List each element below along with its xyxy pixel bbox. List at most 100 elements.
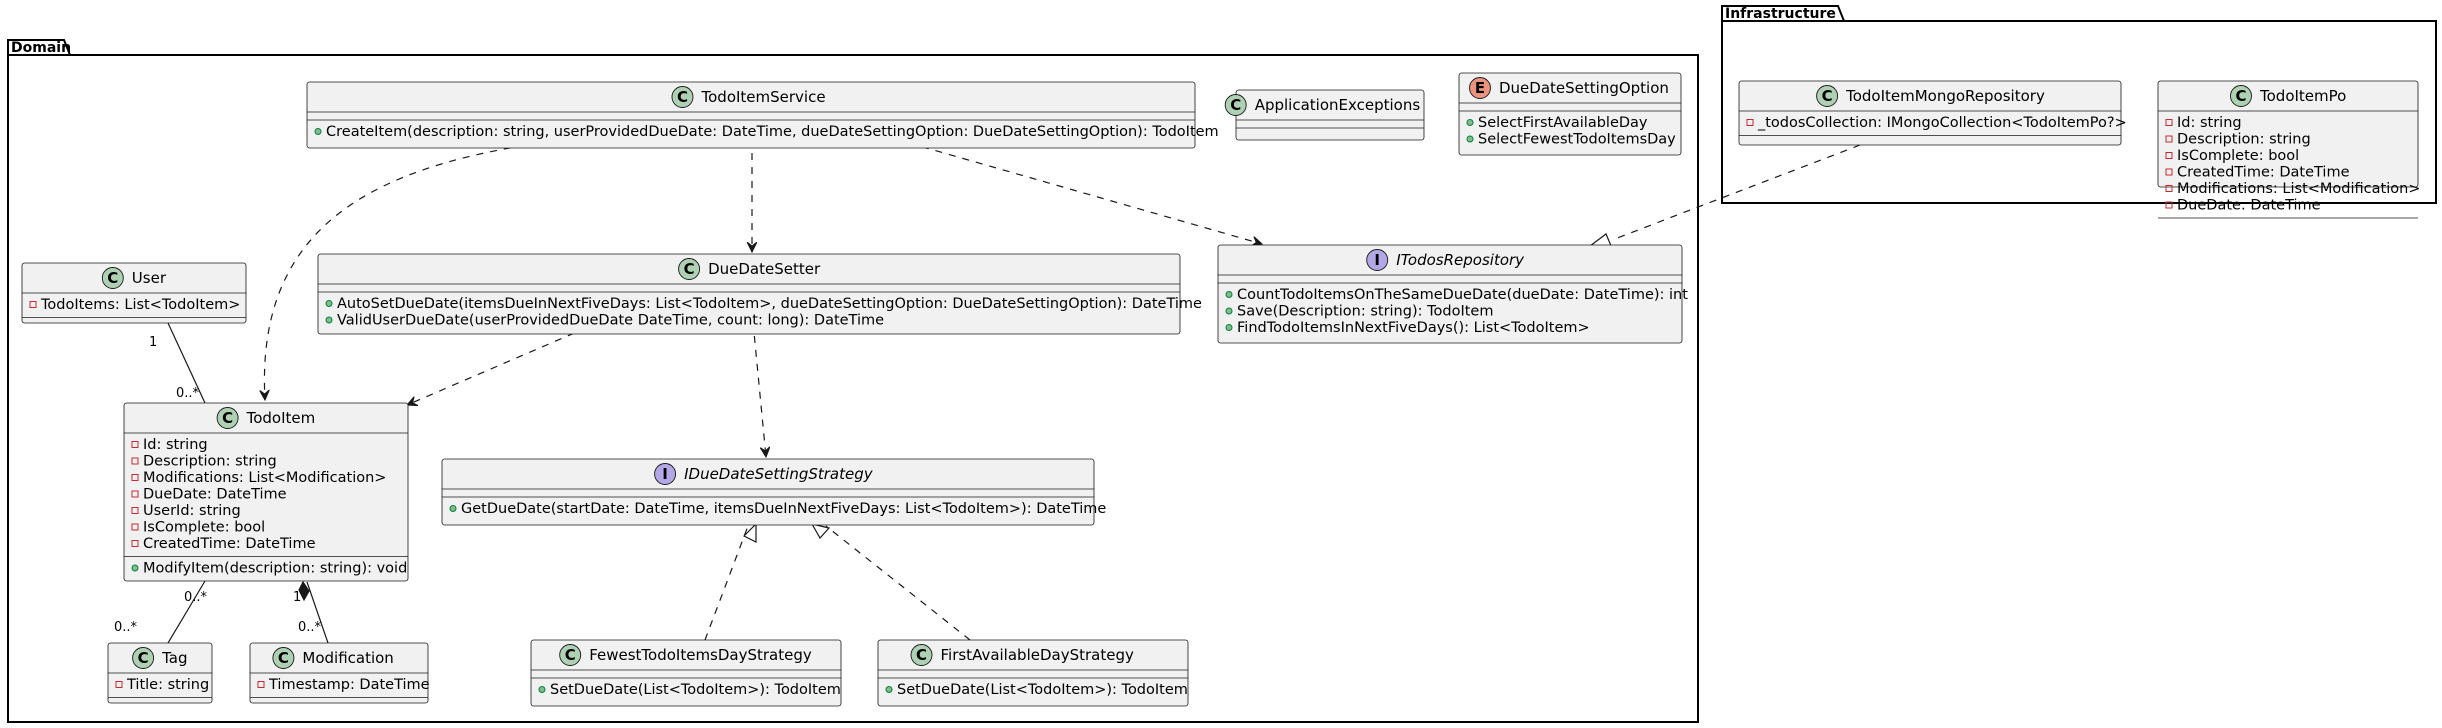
attribute: Description: string (2177, 132, 2311, 148)
stereotype-letter: E (1475, 79, 1485, 97)
mult-composition-one: 1 (293, 590, 301, 605)
mult-todoitem-to-tag: 0..* (184, 590, 208, 605)
attribute: TodoItems: List<TodoItem> (40, 297, 240, 313)
private-marker-icon (257, 681, 265, 688)
private-marker-icon (1746, 119, 1754, 126)
dependency-service-to-repository (894, 138, 1262, 244)
stereotype-class-icon (910, 644, 933, 666)
realization-first (825, 525, 971, 641)
stereotype-letter: C (916, 646, 927, 664)
private-marker-icon (2165, 201, 2173, 209)
association-todoitem-tag (167, 580, 206, 644)
stereotype-letter: I (1374, 251, 1380, 269)
class-name: IDueDateSettingStrategy (684, 465, 874, 483)
public-marker-icon (131, 564, 139, 572)
public-marker-icon (1466, 135, 1474, 143)
stereotype-class-icon (671, 86, 694, 108)
private-marker-icon (2165, 152, 2173, 159)
class-name: FewestTodoItemsDayStrategy (589, 646, 812, 664)
method: ValidUserDueDate(userProvidedDueDate Dat… (337, 313, 884, 329)
method: SelectFewestTodoItemsDay (1478, 132, 1676, 148)
public-marker-icon (325, 316, 333, 324)
class-name: DueDateSettingOption (1499, 79, 1669, 97)
composition-diamond (298, 580, 310, 602)
stereotype-class-icon (2230, 85, 2252, 107)
package-infrastructure: Infrastructure (1721, 5, 2437, 204)
private-marker-icon (131, 507, 139, 514)
stereotype-letter: C (278, 649, 289, 667)
public-marker-icon (1225, 307, 1233, 315)
public-marker-icon (325, 300, 333, 307)
public-marker-icon (314, 128, 322, 135)
stereotype-letter: C (1822, 87, 1833, 105)
composition-todoitem-modification (306, 581, 329, 644)
class-name: Tag (161, 649, 187, 667)
public-marker-icon (1225, 291, 1233, 298)
package-domain: Domain (7, 39, 1699, 723)
private-marker-icon (131, 490, 139, 498)
association-user-todoitem (167, 322, 206, 404)
class-name: FirstAvailableDayStrategy (941, 646, 1134, 664)
realization-mongo (1611, 144, 1861, 241)
method: FindTodoItemsInNextFiveDays(): List<Todo… (1237, 320, 1590, 336)
stereotype-letter: C (2235, 87, 2246, 105)
public-marker-icon (449, 505, 457, 512)
method: Save(Description: string): TodoItem (1237, 304, 1493, 320)
class-iTodosRepository[interactable]: I ITodosRepositoryCountTodoItemsOnTheSame… (1217, 244, 1688, 344)
stereotype-letter: C (677, 88, 688, 106)
class-name: TodoItemPo (2259, 87, 2346, 105)
public-marker-icon (1225, 324, 1233, 331)
stereotype-class-icon (216, 407, 239, 429)
method: SetDueDate(List<TodoItem>): TodoItem (897, 682, 1188, 698)
stereotype-letter: C (222, 409, 233, 427)
private-marker-icon (115, 681, 123, 688)
attribute: CreatedTime: DateTime (2177, 165, 2350, 181)
stereotype-letter: C (1230, 96, 1241, 114)
stereotype-class-icon (272, 647, 295, 669)
class-name: DueDateSetter (708, 260, 821, 278)
realization-fewest-head (742, 522, 757, 543)
attribute: IsComplete: bool (2177, 148, 2299, 164)
class-firstAvailableDayStrategy[interactable]: C FirstAvailableDayStrategySetDueDate(Lis… (877, 639, 1189, 707)
attribute: _todosCollection: IMongoCollection<TodoI… (1757, 115, 2127, 131)
attribute: Id: string (143, 437, 208, 453)
class-name: ITodosRepository (1396, 251, 1525, 269)
class-name: Modification (302, 649, 393, 667)
attribute: DueDate: DateTime (143, 487, 287, 503)
method: CountTodoItemsOnTheSameDueDate(dueDate: … (1237, 287, 1688, 303)
realization-first-head (810, 523, 831, 540)
package-infrastructure-label: Infrastructure (1725, 6, 1836, 22)
stereotype-letter: C (684, 260, 695, 278)
package-domain-label: Domain (11, 40, 71, 56)
mult-tag-side: 0..* (114, 620, 138, 635)
attribute: Timestamp: DateTime (268, 677, 430, 693)
stereotype-interface-icon (1366, 249, 1389, 271)
relationships (167, 137, 1861, 644)
attribute: Description: string (143, 454, 277, 470)
mult-modification-side: 0..* (298, 620, 322, 635)
public-marker-icon (885, 686, 893, 693)
attribute: Modifications: List<Modification> (2177, 181, 2420, 197)
private-marker-icon (2165, 135, 2173, 143)
private-marker-icon (131, 474, 139, 481)
stereotype-interface-icon (654, 463, 677, 485)
dependency-service-to-todoitem (264, 137, 581, 400)
realization-fewest (704, 525, 749, 641)
attribute: CreatedTime: DateTime (143, 536, 316, 552)
stereotype-letter: I (662, 465, 668, 483)
attribute: DueDate: DateTime (2177, 198, 2321, 214)
